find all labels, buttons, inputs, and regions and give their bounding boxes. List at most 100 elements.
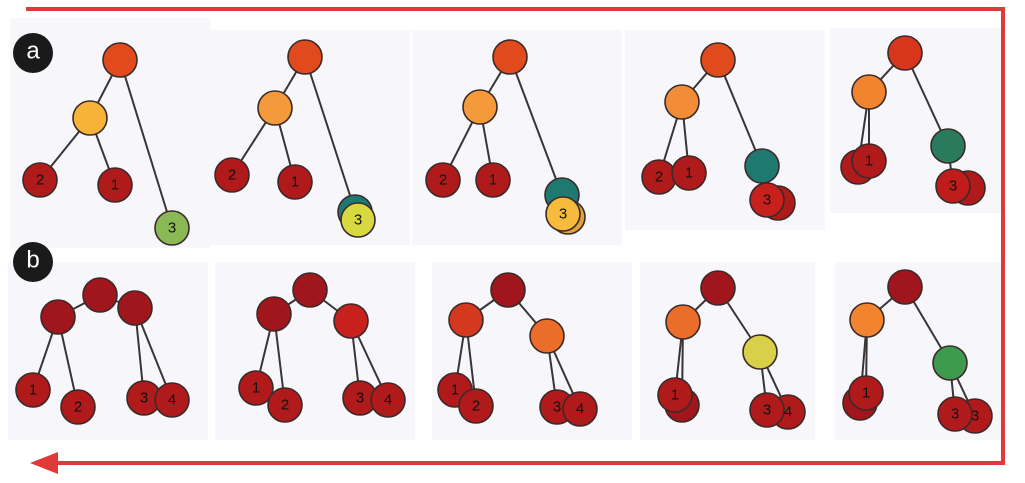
tree-node xyxy=(97,167,133,203)
tree-node xyxy=(664,84,700,120)
tree-node xyxy=(102,42,138,78)
cycle-arrow-line xyxy=(26,7,1005,465)
tree-node xyxy=(749,392,785,428)
tree-node-label: 4 xyxy=(168,392,176,409)
tree-node xyxy=(15,372,51,408)
tree-node xyxy=(742,334,778,370)
tree-node xyxy=(887,35,923,71)
tree-node xyxy=(333,303,369,339)
tree-node-label: 1 xyxy=(29,382,37,399)
tree-node xyxy=(490,272,526,308)
tree-node-label: 3 xyxy=(559,206,567,223)
tree-node-label: 3 xyxy=(553,399,561,416)
frame-b-4: 1 43 xyxy=(657,270,806,430)
tree-node xyxy=(60,389,96,425)
tree-node xyxy=(267,387,303,423)
tree-node xyxy=(932,345,968,381)
row-badge-b-label: b xyxy=(26,247,39,274)
tree-node-label: 1 xyxy=(252,380,260,397)
tree-node-label: 3 xyxy=(763,192,771,209)
tree-node-label: 4 xyxy=(576,401,584,418)
tree-node xyxy=(849,302,885,338)
cycle-arrow-head xyxy=(30,452,58,474)
tree-edge xyxy=(304,56,359,221)
tree-node xyxy=(287,39,323,75)
tree-node xyxy=(22,162,58,198)
tree-node xyxy=(851,74,887,110)
tree-node-label: 4 xyxy=(384,392,392,409)
tree-node xyxy=(154,210,190,246)
tree-node xyxy=(458,388,494,424)
tree-node-label: 3 xyxy=(168,220,176,237)
frame-a-3: 2 1 3 xyxy=(425,39,586,235)
tree-node-label: 1 xyxy=(111,177,119,194)
tree-edge xyxy=(119,59,173,229)
row-badge-a-label: a xyxy=(26,38,40,65)
tree-node xyxy=(257,90,293,126)
tree-edge xyxy=(509,56,563,196)
tree-node xyxy=(462,89,498,125)
tree-node-label: 3 xyxy=(354,212,362,229)
tree-node-label: 1 xyxy=(291,174,299,191)
tree-node xyxy=(930,128,966,164)
tree-node xyxy=(214,157,250,193)
tree-node-label: 2 xyxy=(228,167,236,184)
tree-node-label: 3 xyxy=(763,402,771,419)
tree-node xyxy=(256,296,292,332)
tree-node-label: 1 xyxy=(865,153,873,170)
tree-node xyxy=(671,155,707,191)
tree-node-label: 3 xyxy=(356,390,364,407)
tree-node-label: 2 xyxy=(281,397,289,414)
tree-node xyxy=(292,272,328,308)
tree-node xyxy=(887,269,923,305)
tree-node xyxy=(700,42,736,78)
frames-layer: 213213213213213123412341234143133 xyxy=(15,35,993,434)
tree-node xyxy=(370,382,406,418)
tree-node xyxy=(749,182,785,218)
tree-node-label: 1 xyxy=(489,172,497,189)
tree-node xyxy=(545,196,581,232)
tree-node-label: 2 xyxy=(655,169,663,186)
tree-node xyxy=(448,302,484,338)
tree-node-label: 2 xyxy=(439,172,447,189)
tree-node xyxy=(657,377,693,413)
tree-node-label: 3 xyxy=(951,406,959,423)
tree-node xyxy=(562,391,598,427)
tree-node-label: 3 xyxy=(949,178,957,195)
tree-node xyxy=(848,375,884,411)
tree-node xyxy=(340,202,376,238)
tree-node xyxy=(492,39,528,75)
tree-node xyxy=(935,168,971,204)
row-badge-a: a xyxy=(13,33,53,73)
tree-node-label: 4 xyxy=(784,404,792,421)
tree-edge xyxy=(717,59,763,167)
tree-node xyxy=(238,370,274,406)
tree-node xyxy=(937,396,973,432)
tree-node xyxy=(82,277,118,313)
tree-node xyxy=(475,162,511,198)
frame-a-4: 2 1 3 xyxy=(641,42,796,221)
tree-node xyxy=(425,162,461,198)
tree-node xyxy=(117,290,153,326)
cycle-arrow xyxy=(26,7,1005,474)
tree-node xyxy=(700,270,736,306)
tree-node-label: 1 xyxy=(671,387,679,404)
tree-node-label: 3 xyxy=(971,408,979,425)
tree-node-label: 3 xyxy=(140,390,148,407)
frame-b-2: 1 2 3 4 xyxy=(238,272,406,423)
tree-node xyxy=(40,299,76,335)
tree-node-label: 1 xyxy=(685,165,693,182)
tree-node-label: 2 xyxy=(36,172,44,189)
tree-node-label: 1 xyxy=(862,385,870,402)
tree-node xyxy=(154,382,190,418)
tree-node-label: 1 xyxy=(451,382,459,399)
tree-node-label: 2 xyxy=(472,398,480,415)
tree-node xyxy=(529,318,565,354)
frame-a-5: 213 xyxy=(840,35,986,206)
row-badge-b: b xyxy=(13,242,53,282)
frame-b-5: 1 33 xyxy=(842,269,993,434)
frame-a-2: 2 1 3 xyxy=(214,39,376,238)
tree-node xyxy=(665,304,701,340)
